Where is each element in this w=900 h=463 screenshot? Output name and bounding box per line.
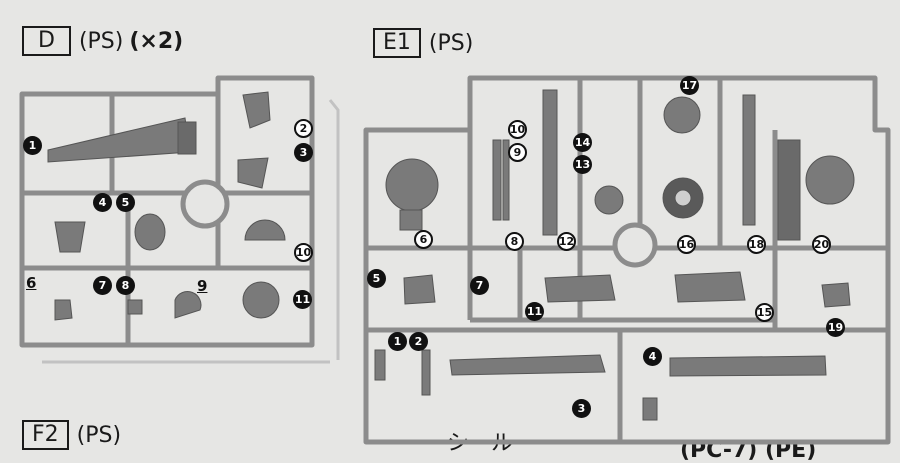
runner-d-parts	[47, 91, 286, 321]
part-number-d: 11	[293, 290, 312, 309]
runner-e1-material: (PS)	[428, 30, 474, 56]
part-number-e1: 1	[388, 332, 407, 351]
part-number-d: 5	[116, 193, 135, 212]
part-number-d: 8	[116, 276, 135, 295]
runner-d-label: D (PS) (×2)	[22, 26, 183, 56]
part-number-e1: 10	[508, 120, 527, 139]
runner-f2-label: F2 (PS)	[22, 420, 121, 450]
part-number-d: 9	[197, 277, 208, 295]
part-number-e1: 18	[747, 235, 766, 254]
part-number-e1: 8	[505, 232, 524, 251]
part-number-e1: 16	[677, 235, 696, 254]
part-number-e1: 2	[409, 332, 428, 351]
part-number-e1: 7	[470, 276, 489, 295]
part-number-e1: 6	[414, 230, 433, 249]
part-number-d: 1	[23, 136, 42, 155]
part-number-e1: 4	[643, 347, 662, 366]
part-number-d: 6	[26, 274, 37, 292]
runner-f2-code: F2	[22, 420, 69, 450]
part-number-e1: 19	[826, 318, 845, 337]
runner-d-code: D	[22, 26, 71, 56]
part-number-e1: 3	[572, 399, 591, 418]
part-number-e1: 14	[573, 133, 592, 152]
part-number-e1: 5	[367, 269, 386, 288]
part-number-d: 4	[93, 193, 112, 212]
runner-f2-material: (PS)	[76, 422, 122, 448]
part-number-d: 2	[294, 119, 313, 138]
part-number-e1: 11	[525, 302, 544, 321]
part-number-e1: 15	[755, 303, 774, 322]
runner-e1-hub	[612, 222, 658, 268]
runner-d-material: (PS)	[78, 28, 124, 54]
part-number-e1: 13	[573, 155, 592, 174]
part-number-e1: 9	[508, 143, 527, 162]
runner-diagram	[19, 75, 891, 445]
part-number-d: 3	[294, 143, 313, 162]
part-number-e1: 12	[557, 232, 576, 251]
runner-e1-code: E1	[373, 28, 421, 58]
part-number-d: 10	[294, 243, 313, 262]
runner-d-hub	[180, 179, 230, 229]
part-number-e1: 17	[680, 76, 699, 95]
runner-e1-parts	[374, 89, 855, 421]
part-number-e1: 20	[812, 235, 831, 254]
runner-e1-label: E1 (PS)	[373, 28, 473, 58]
runner-d-ghost	[42, 99, 340, 364]
part-number-d: 7	[93, 276, 112, 295]
runner-d-multiplier: (×2)	[129, 28, 184, 54]
